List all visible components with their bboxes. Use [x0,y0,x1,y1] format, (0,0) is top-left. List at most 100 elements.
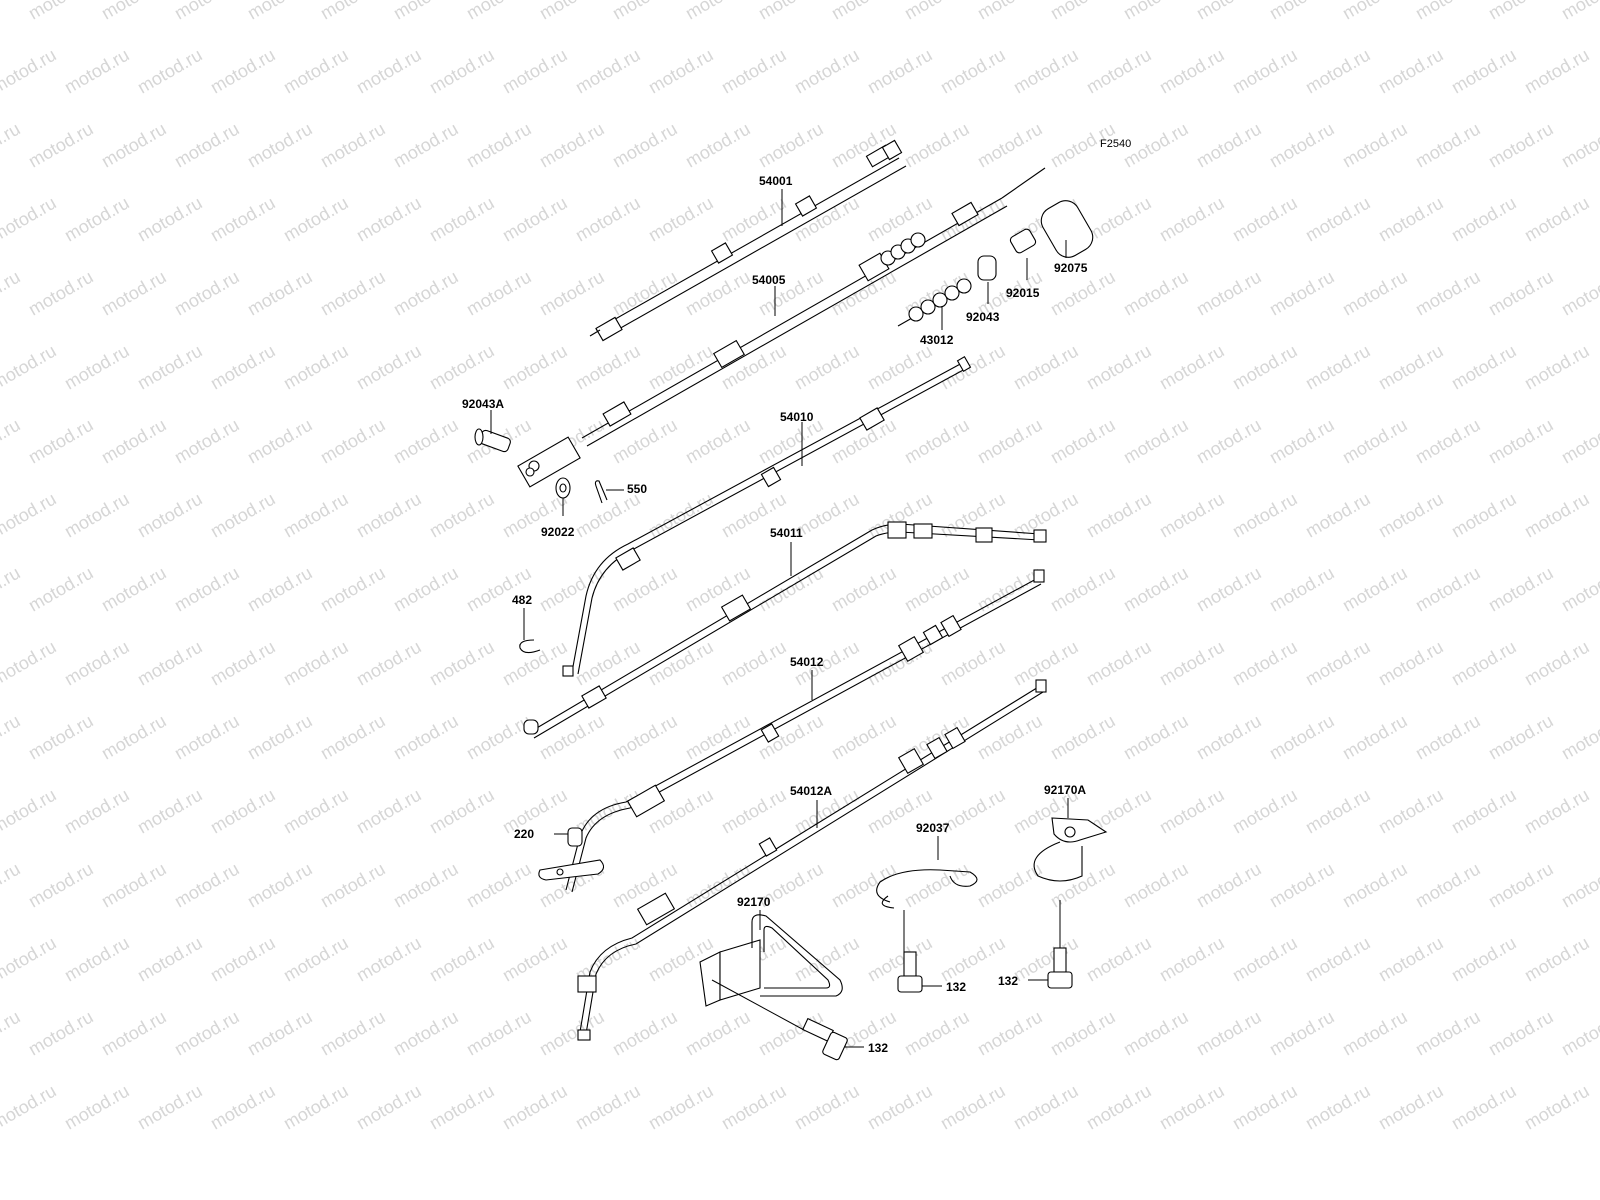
part-label-92037: 92037 [916,821,950,835]
watermark-text: motod.ru [1266,267,1338,320]
watermark-text: motod.ru [609,119,681,172]
watermark-text: motod.ru [682,0,754,23]
watermark-text: motod.ru [1485,711,1557,764]
watermark-text: motod.ru [1448,45,1520,98]
watermark-text: motod.ru [426,193,498,246]
watermark-text: motod.ru [1412,119,1484,172]
part-label-43012: 43012 [920,333,954,347]
watermark-text: motod.ru [207,933,279,986]
watermark-text: motod.ru [61,45,133,98]
watermark-text: motod.ru [1521,785,1593,838]
watermark-text: motod.ru [0,563,24,616]
watermark-text: motod.ru [1010,45,1082,98]
watermark-text: motod.ru [98,1007,170,1060]
watermark-text: motod.ru [98,859,170,912]
watermark-text: motod.ru [1558,267,1600,320]
watermark-text: motod.ru [134,489,206,542]
watermark-text: motod.ru [1302,341,1374,394]
watermark-text: motod.ru [171,415,243,468]
watermark-text: motod.ru [353,341,425,394]
watermark-text: motod.ru [499,933,571,986]
watermark-text: motod.ru [645,637,717,690]
watermark-text: motod.ru [1558,1007,1600,1060]
watermark-text: motod.ru [134,45,206,98]
watermark-text: motod.ru [280,1081,352,1134]
watermark-text: motod.ru [1193,1007,1265,1060]
watermark-text: motod.ru [1485,859,1557,912]
watermark-text: motod.ru [1485,267,1557,320]
watermark-text: motod.ru [1266,711,1338,764]
throttle-cable-lower [577,679,1047,1041]
watermark-text: motod.ru [25,0,97,23]
watermark-text: motod.ru [1375,785,1447,838]
watermark-text: motod.ru [207,1081,279,1134]
watermark-text: motod.ru [1485,1007,1557,1060]
watermark-text: motod.ru [1120,859,1192,912]
watermark-text: motod.ru [244,0,316,23]
watermark-text: motod.ru [1156,193,1228,246]
watermark-text: motod.ru [1485,119,1557,172]
watermark-text: motod.ru [98,711,170,764]
watermark-text: motod.ru [901,859,973,912]
watermark-text: motod.ru [1156,933,1228,986]
adjuster-spring [880,232,926,266]
watermark-text: motod.ru [171,0,243,23]
watermark-text: motod.ru [280,489,352,542]
watermark-text: motod.ru [207,193,279,246]
watermark-text: motod.ru [1266,415,1338,468]
watermark-text: motod.ru [1047,415,1119,468]
watermark-text: motod.ru [426,341,498,394]
watermark-text: motod.ru [353,637,425,690]
watermark-text: motod.ru [0,193,60,246]
watermark-text: motod.ru [901,563,973,616]
watermark-text: motod.ru [1083,193,1155,246]
watermark-text: motod.ru [1339,0,1411,23]
watermark-text: motod.ru [1120,415,1192,468]
part-label-482: 482 [512,593,532,607]
watermark-text: motod.ru [536,1007,608,1060]
watermark-text: motod.ru [1448,785,1520,838]
watermark-text: motod.ru [1375,489,1447,542]
watermark-text: motod.ru [353,45,425,98]
leader-lines [490,189,1069,1048]
watermark-text: motod.ru [61,489,133,542]
watermark-text: motod.ru [1120,0,1192,23]
watermark-text: motod.ru [499,341,571,394]
brake-cable [517,167,1046,488]
watermark-text: motod.ru [1521,45,1593,98]
watermark-text: motod.ru [901,0,973,23]
watermark-text: motod.ru [1193,267,1265,320]
watermark-text: motod.ru [207,45,279,98]
watermark-text: motod.ru [1302,637,1374,690]
watermark-text: motod.ru [572,637,644,690]
watermark-text: motod.ru [572,341,644,394]
watermark-text: motod.ru [244,711,316,764]
watermark-text: motod.ru [1521,933,1593,986]
watermark-text: motod.ru [1083,637,1155,690]
watermark-text: motod.ru [682,119,754,172]
watermark-text: motod.ru [682,1007,754,1060]
watermark-text: motod.ru [1047,0,1119,23]
watermark-text: motod.ru [25,1007,97,1060]
part-label-92022: 92022 [541,525,575,539]
watermark-text: motod.ru [536,119,608,172]
watermark-text: motod.ru [25,563,97,616]
watermark-text: motod.ru [791,341,863,394]
watermark-text: motod.ru [317,119,389,172]
watermark-text: motod.ru [1193,0,1265,23]
watermark-text: motod.ru [1448,933,1520,986]
watermark-text: motod.ru [317,859,389,912]
watermark-text: motod.ru [390,711,462,764]
part-label-54011: 54011 [770,526,803,540]
watermark-text: motod.ru [1339,415,1411,468]
watermark-text: motod.ru [682,415,754,468]
watermark-text: motod.ru [974,415,1046,468]
watermark-text: motod.ru [609,711,681,764]
watermark-text: motod.ru [353,193,425,246]
throttle-cable [523,521,1047,739]
watermark-text: motod.ru [61,341,133,394]
watermark-text: motod.ru [98,119,170,172]
watermark-text: motod.ru [937,341,1009,394]
watermark-text: motod.ru [390,563,462,616]
watermark-text: motod.ru [1083,341,1155,394]
